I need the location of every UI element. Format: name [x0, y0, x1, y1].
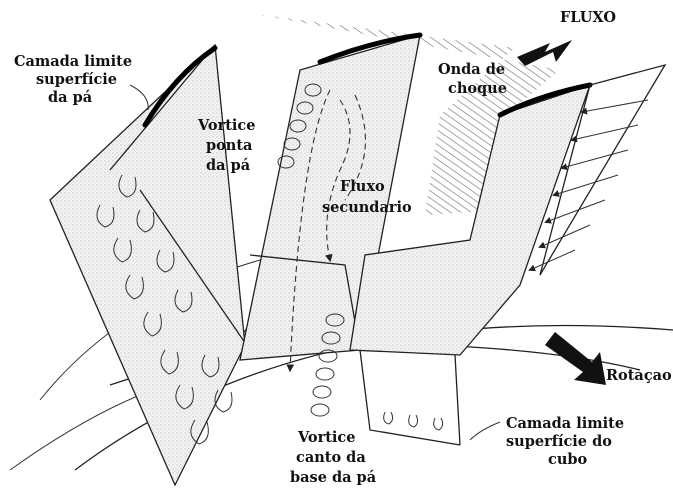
- label-vortice-ponta: Vortice ponta da pá: [197, 117, 261, 174]
- label-camada-limite-cubo: Camada limite superfície do cubo: [506, 415, 629, 468]
- blade-left: [50, 45, 250, 485]
- label-vortice-canto: Vortice canto da base da pá: [290, 429, 377, 486]
- flow-arrow: [517, 40, 572, 66]
- blade-middle: [240, 35, 420, 416]
- label-rotacao: Rotaçao: [606, 367, 672, 384]
- label-camada-limite-pa: Camada limite superfície da pá: [14, 53, 137, 106]
- rotation-arrow: [545, 332, 606, 385]
- hub-boundary-layer-loops: [384, 412, 443, 430]
- label-fluxo: FLUXO: [560, 9, 616, 26]
